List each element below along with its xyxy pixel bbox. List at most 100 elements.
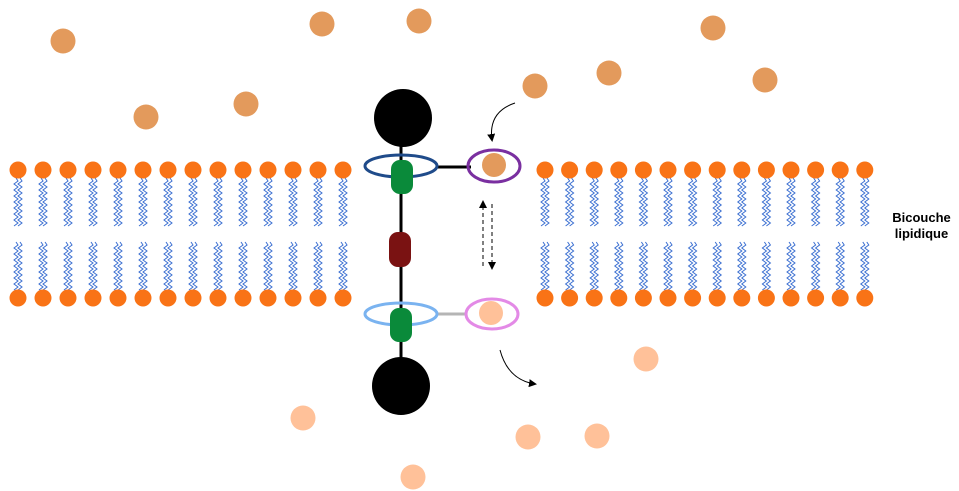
- lipid-tail: [267, 177, 273, 227]
- lipid-head: [34, 289, 52, 307]
- lipid-tail: [859, 177, 866, 227]
- solute-particle-inside: [400, 464, 426, 490]
- lipid-tail: [613, 241, 620, 291]
- solute-particle-inside: [633, 346, 659, 372]
- lipid-tail: [342, 177, 348, 227]
- lipid-tail: [544, 177, 550, 227]
- lipid-tail: [568, 241, 575, 291]
- lipid-tail: [313, 241, 319, 291]
- lipid-head: [659, 289, 677, 307]
- lipid-tail: [192, 241, 198, 291]
- lipid-tail: [17, 177, 23, 227]
- lipid-tail: [217, 241, 223, 291]
- lipid-tail: [42, 177, 48, 227]
- lipid-head: [9, 161, 27, 179]
- lipid-tail: [13, 177, 19, 227]
- lipid-tail: [63, 241, 69, 291]
- lipid-tail: [67, 177, 73, 227]
- lipid-tail: [814, 241, 821, 291]
- lipid-tail: [663, 177, 669, 227]
- bottom-green-segment: [390, 308, 412, 342]
- lipid-tail: [317, 177, 323, 227]
- lipid-head: [209, 161, 227, 179]
- lipid-head: [733, 289, 751, 307]
- solute-particle-outside: [596, 60, 622, 86]
- lipid-tail: [839, 177, 846, 227]
- lipid-tail: [113, 241, 119, 291]
- lipid-head: [807, 161, 825, 179]
- lipid-head: [807, 289, 825, 307]
- lipid-tail: [839, 241, 846, 291]
- lipid-tail: [810, 241, 817, 291]
- lipid-tail: [765, 241, 772, 291]
- lipid-head: [610, 161, 628, 179]
- top-green-segment: [391, 160, 413, 194]
- lipid-head: [184, 289, 202, 307]
- lipid-head: [708, 289, 726, 307]
- lipid-tail: [117, 177, 123, 227]
- lipid-head: [733, 161, 751, 179]
- bound-particle-bottom: [479, 301, 503, 325]
- lipid-tail: [613, 177, 620, 227]
- lipid-tail: [13, 241, 19, 291]
- lipid-tail: [589, 177, 596, 227]
- lipid-tail: [712, 177, 719, 227]
- lipid-tail: [163, 241, 169, 291]
- lipid-head: [856, 289, 874, 307]
- lipid-head: [84, 289, 102, 307]
- lipid-tail: [317, 241, 323, 291]
- lipid-tail: [617, 241, 624, 291]
- lipid-head: [34, 161, 52, 179]
- lipid-head: [109, 161, 127, 179]
- arrows: [479, 102, 537, 388]
- lipid-head: [659, 161, 677, 179]
- lipid-tail: [342, 241, 348, 291]
- lipid-tail: [38, 177, 44, 227]
- lipid-tail: [167, 177, 173, 227]
- lipid-head: [234, 161, 252, 179]
- solute-particle-outside: [309, 11, 335, 37]
- lipid-head: [209, 289, 227, 307]
- lipid-head: [561, 161, 579, 179]
- lipid-head: [684, 289, 702, 307]
- lipid-head: [856, 161, 874, 179]
- lipid-head: [159, 161, 177, 179]
- lipid-head: [259, 289, 277, 307]
- lipid-tail: [213, 177, 219, 227]
- top-blob: [374, 89, 432, 147]
- lipid-tail: [138, 241, 144, 291]
- lipid-tail: [736, 241, 743, 291]
- lipid-tail: [338, 177, 344, 227]
- lipid-head: [284, 161, 302, 179]
- lipid-tail: [142, 241, 148, 291]
- carrier-bottom: [464, 297, 520, 331]
- lipid-tail: [117, 241, 123, 291]
- lipid-head: [109, 289, 127, 307]
- lipid-tail: [92, 177, 98, 227]
- lipid-tail: [42, 241, 48, 291]
- lipid-tail: [540, 177, 546, 227]
- lipid-tail: [288, 241, 294, 291]
- lipid-head: [634, 289, 652, 307]
- bottom-blob: [372, 357, 430, 415]
- lipid-tail: [810, 177, 817, 227]
- solute-particle-outside: [752, 67, 778, 93]
- carrier-top: [466, 148, 522, 184]
- middle-red-segment: [389, 232, 411, 267]
- lipid-tail: [761, 241, 768, 291]
- lipid-head: [831, 161, 849, 179]
- solute-particle-outside: [522, 73, 548, 99]
- lipid-head: [334, 289, 352, 307]
- lipid-tail: [814, 177, 821, 227]
- lipid-tail: [835, 241, 842, 291]
- lipid-head: [84, 161, 102, 179]
- lipid-head: [585, 161, 603, 179]
- lipid-tail: [790, 241, 796, 291]
- lipid-tail: [188, 241, 194, 291]
- arrow-binding: [487, 102, 516, 142]
- lipid-tail: [288, 177, 294, 227]
- lipid-head: [284, 289, 302, 307]
- lipid-tail: [642, 177, 649, 227]
- lipid-tail: [663, 241, 669, 291]
